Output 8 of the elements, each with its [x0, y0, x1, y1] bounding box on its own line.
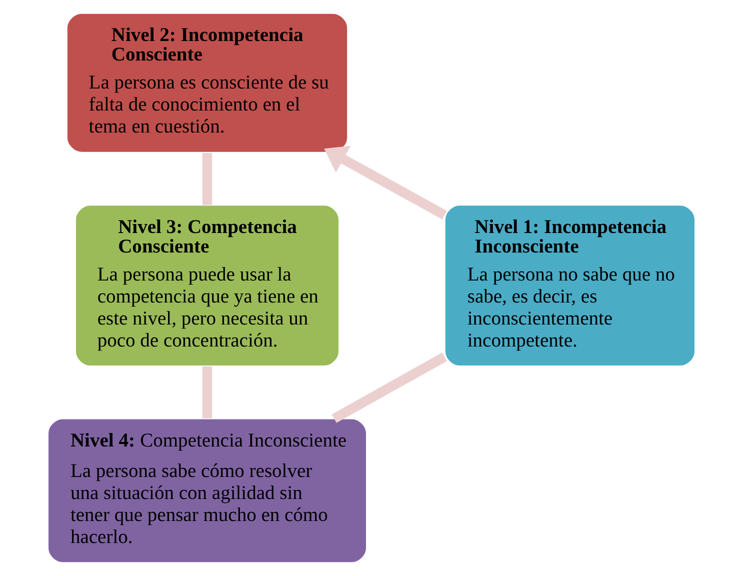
node-box: Nivel 2: Incompetencia Consciente La persona es consciente de su falta de conocimiento en el tema en cuestión.: [66, 12, 348, 154]
connector: [332, 352, 447, 423]
node-box: Nivel 3: Competencia Consciente La persona puede usar la competencia que ya tiene en este nivel, pero necesita un poco de concentración.: [74, 204, 340, 367]
connector: [202, 366, 212, 418]
connector: [202, 152, 212, 205]
arrow: [324, 146, 447, 220]
node-box: Nivel 4: Competencia Inconsciente La persona sabe cómo resolver una situación con agilidad sin tener que pensar mucho en cómo hacerlo.: [47, 418, 368, 564]
node-box: Nivel 1: Incompetencia Inconsciente La persona no sabe que no sabe, es decir, es inconscientemente incompetente.: [444, 204, 696, 367]
